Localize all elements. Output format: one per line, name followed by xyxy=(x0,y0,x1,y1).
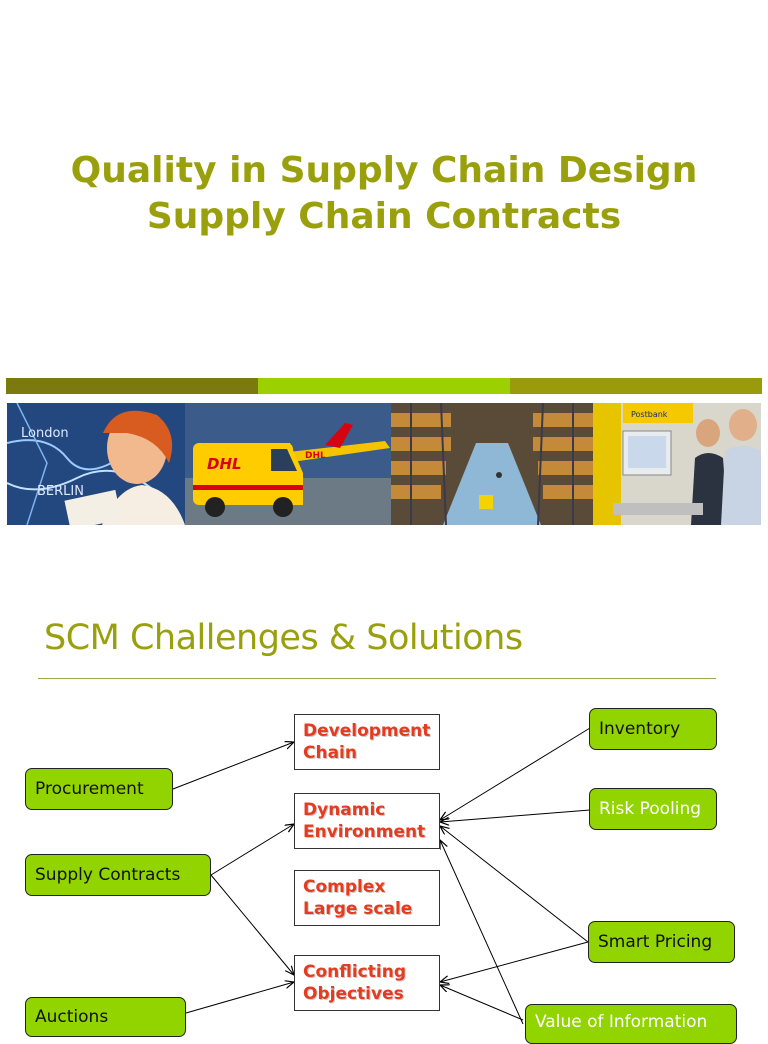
value-of-information-label: Value of Information xyxy=(535,1012,708,1032)
risk-pooling-box: Risk Pooling xyxy=(589,788,717,830)
complex-large-scale-line1: Complex xyxy=(303,877,386,897)
van-logo: DHL xyxy=(207,455,242,473)
slide2-title: SCM Challenges & Solutions xyxy=(44,618,523,658)
auctions-box: Auctions xyxy=(25,997,186,1037)
conflicting-objectives-line1: Conflicting xyxy=(303,962,406,982)
title-line-2: Supply Chain Contracts xyxy=(146,196,622,237)
procurement-label: Procurement xyxy=(35,779,144,799)
complex-large-scale-box: Complex Large scale xyxy=(294,870,440,926)
arrow-valueinfo-to-conflicting xyxy=(440,985,524,1021)
arrow-auctions-to-conflicting xyxy=(185,982,294,1014)
photo-office-workers: Postbank xyxy=(593,403,761,525)
photo-woman-with-letter: London BERLIN xyxy=(7,403,185,525)
arrow-procurement-to-development xyxy=(172,742,294,790)
dynamic-environment-box: Dynamic Environment xyxy=(294,793,440,849)
arrow-contracts-to-dynamic xyxy=(210,824,294,876)
conflicting-objectives-box: Conflicting Objectives xyxy=(294,955,440,1011)
smart-pricing-box: Smart Pricing xyxy=(588,921,735,963)
plane-logo: DHL xyxy=(305,451,326,461)
inventory-label: Inventory xyxy=(599,719,681,739)
postbank-sign: Postbank xyxy=(631,410,668,419)
supply-contracts-box: Supply Contracts xyxy=(25,854,211,896)
supply-contracts-label: Supply Contracts xyxy=(35,865,181,885)
color-band-middle xyxy=(258,378,510,394)
value-of-information-box: Value of Information xyxy=(525,1004,737,1044)
arrow-pricing-to-conflicting xyxy=(440,941,589,982)
title-line-1: Quality in Supply Chain Design xyxy=(70,150,698,191)
arrow-inventory-to-dynamic xyxy=(440,727,591,820)
arrow-valueinfo-to-dynamic xyxy=(440,840,524,1024)
title-divider xyxy=(38,678,716,679)
arrow-riskpooling-to-dynamic xyxy=(440,809,591,822)
dynamic-environment-line2: Environment xyxy=(303,822,426,842)
smart-pricing-label: Smart Pricing xyxy=(598,932,713,952)
development-chain-line2: Chain xyxy=(303,743,357,763)
conflicting-objectives-line2: Objectives xyxy=(303,984,404,1004)
dynamic-environment-line1: Dynamic xyxy=(303,800,386,820)
photo-dhl-van-plane: DHL DHL xyxy=(185,403,391,525)
photo-text-london: London xyxy=(21,426,69,441)
color-band-left xyxy=(6,378,258,394)
photo-text-berlin: BERLIN xyxy=(37,484,84,499)
development-chain-line1: Development xyxy=(303,721,431,741)
complex-large-scale-line2: Large scale xyxy=(303,899,413,919)
development-chain-box: Development Chain xyxy=(294,714,440,770)
photo-strip: London BERLIN DHL DHL xyxy=(7,403,761,525)
arrow-contracts-to-conflicting xyxy=(210,874,294,975)
procurement-box: Procurement xyxy=(25,768,173,810)
arrow-pricing-to-dynamic xyxy=(440,826,589,943)
auctions-label: Auctions xyxy=(35,1007,109,1027)
slide1-title: Quality in Supply Chain Design Supply Ch… xyxy=(0,148,768,240)
inventory-box: Inventory xyxy=(589,708,717,750)
color-band-right xyxy=(510,378,762,394)
photo-warehouse xyxy=(391,403,593,525)
risk-pooling-label: Risk Pooling xyxy=(599,799,702,819)
